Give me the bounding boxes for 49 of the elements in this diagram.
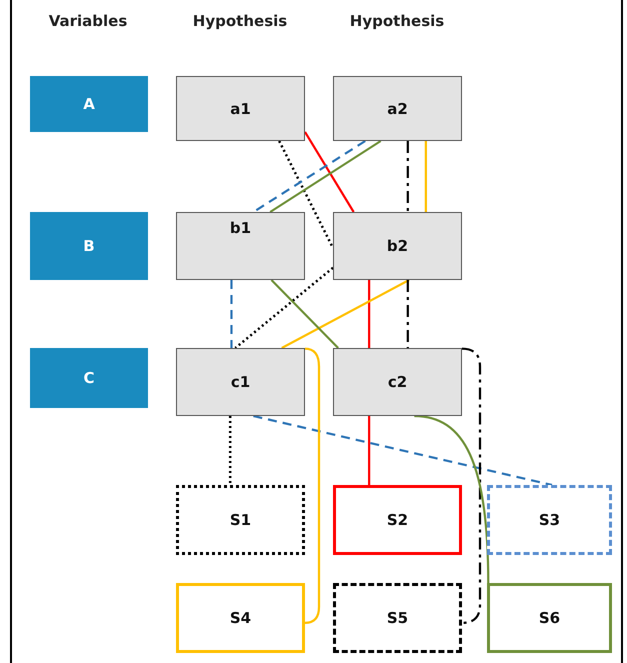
node-label: C [83,369,94,387]
node-label: a1 [230,100,251,118]
scenario-box [333,485,462,555]
connector-line [424,141,427,212]
node-label: c1 [230,373,250,391]
variable-box [30,212,148,280]
hypothesis-box [333,212,462,280]
connector-line [414,414,490,584]
connector-line [228,416,232,485]
node-label: b2 [386,237,408,255]
connector-line [406,280,409,348]
scenario-box [487,485,612,555]
variable-box [30,348,148,408]
connector-line [270,140,382,213]
connector-line [278,140,334,249]
column-heading: Variables [48,12,128,30]
hypothesis-box [176,348,305,416]
connector-line [368,416,370,485]
node-label: S5 [386,609,408,627]
connector-line [270,279,339,349]
connector-line [281,279,410,349]
scenario-box [333,583,462,653]
node-label: S6 [538,609,560,627]
hypothesis-box [333,348,462,416]
column-heading: Hypothesis [348,12,446,30]
connector-line [253,414,552,486]
node-label: S3 [538,511,560,529]
column-heading: Hypothesis [192,12,288,30]
node-label: S1 [230,511,252,529]
scenario-box [176,485,305,555]
node-label: S2 [386,511,408,529]
connector-line [304,131,355,213]
connector-line [234,266,334,349]
node-label: S4 [230,609,252,627]
node-label: c2 [388,373,408,391]
node-label: a2 [387,100,408,118]
scenario-box [487,583,612,653]
hypothesis-box [176,76,305,141]
connector-line [230,280,233,348]
node-label: b1 [230,219,252,237]
node-label: A [83,95,95,113]
node-label: B [83,237,95,255]
connector-line [462,348,482,624]
connector-line [406,141,409,212]
variable-box [30,76,148,132]
hypothesis-box [333,76,462,141]
scenario-box [176,583,305,653]
connector-line [368,280,370,348]
hypothesis-box [176,212,305,280]
